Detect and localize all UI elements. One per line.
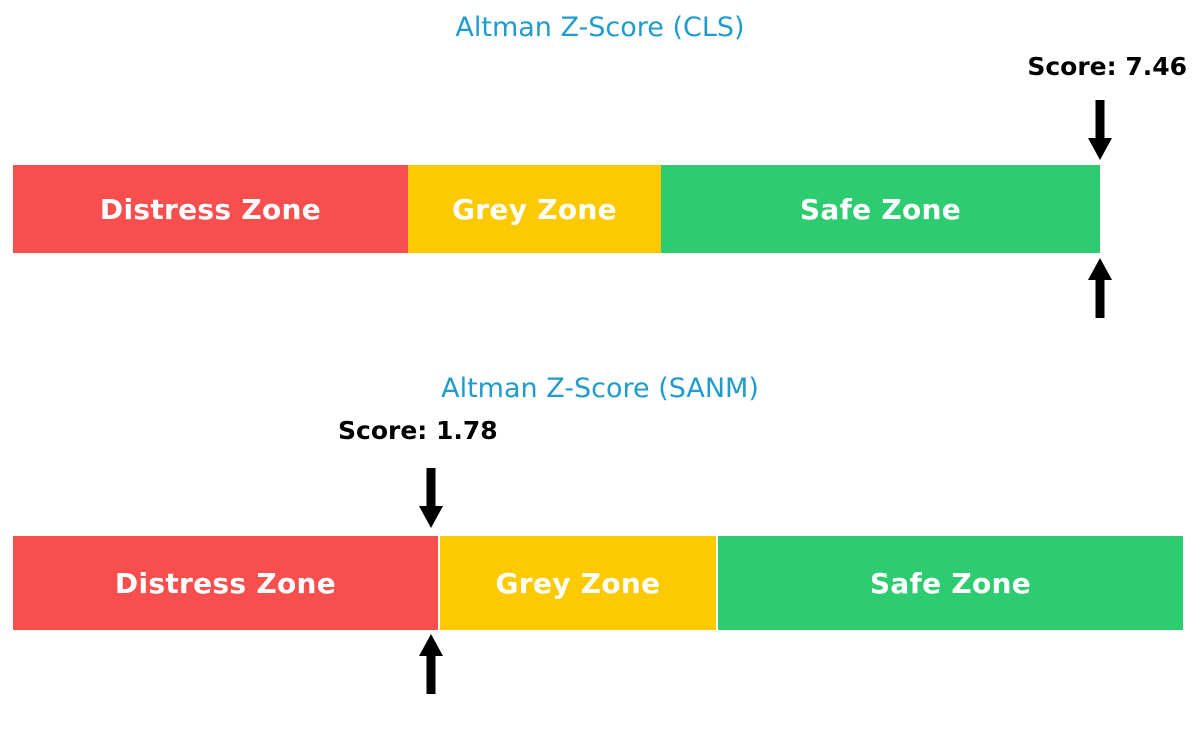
chart-title-sanm: Altman Z-Score (SANM) [441, 373, 759, 404]
chart-panel-sanm: Altman Z-Score (SANM) Score: 1.78 Distre… [0, 373, 1200, 746]
score-marker-up-arrow-sanm [416, 634, 446, 696]
chart-title-cls: Altman Z-Score (CLS) [455, 12, 745, 43]
zone-label-distress-sanm: Distress Zone [114, 566, 337, 600]
zone-safe-sanm: Safe Zone [718, 536, 1183, 630]
zone-label-safe-cls: Safe Zone [799, 192, 962, 226]
zone-label-safe-sanm: Safe Zone [869, 566, 1032, 600]
zone-grey-sanm: Grey Zone [440, 536, 716, 630]
zone-grey-cls: Grey Zone [408, 165, 661, 253]
zone-distress-cls: Distress Zone [13, 165, 408, 253]
score-label-cls: Score: 7.46 [1027, 52, 1187, 81]
zone-label-grey-sanm: Grey Zone [495, 566, 661, 600]
zone-distress-sanm: Distress Zone [13, 536, 438, 630]
score-marker-down-arrow-cls [1085, 100, 1115, 162]
zone-label-distress-cls: Distress Zone [99, 192, 322, 226]
zone-label-grey-cls: Grey Zone [452, 192, 617, 226]
score-label-sanm: Score: 1.78 [338, 416, 498, 445]
score-marker-up-arrow-cls [1085, 258, 1115, 320]
zone-safe-cls: Safe Zone [661, 165, 1100, 253]
chart-panel-cls: Altman Z-Score (CLS) Score: 7.46 Distres… [13, 12, 1187, 320]
zone-bar-sanm: Distress Zone Grey Zone Safe Zone [13, 536, 1183, 630]
zone-bar-cls: Distress Zone Grey Zone Safe Zone [13, 165, 1100, 253]
score-marker-down-arrow-sanm [416, 468, 446, 530]
